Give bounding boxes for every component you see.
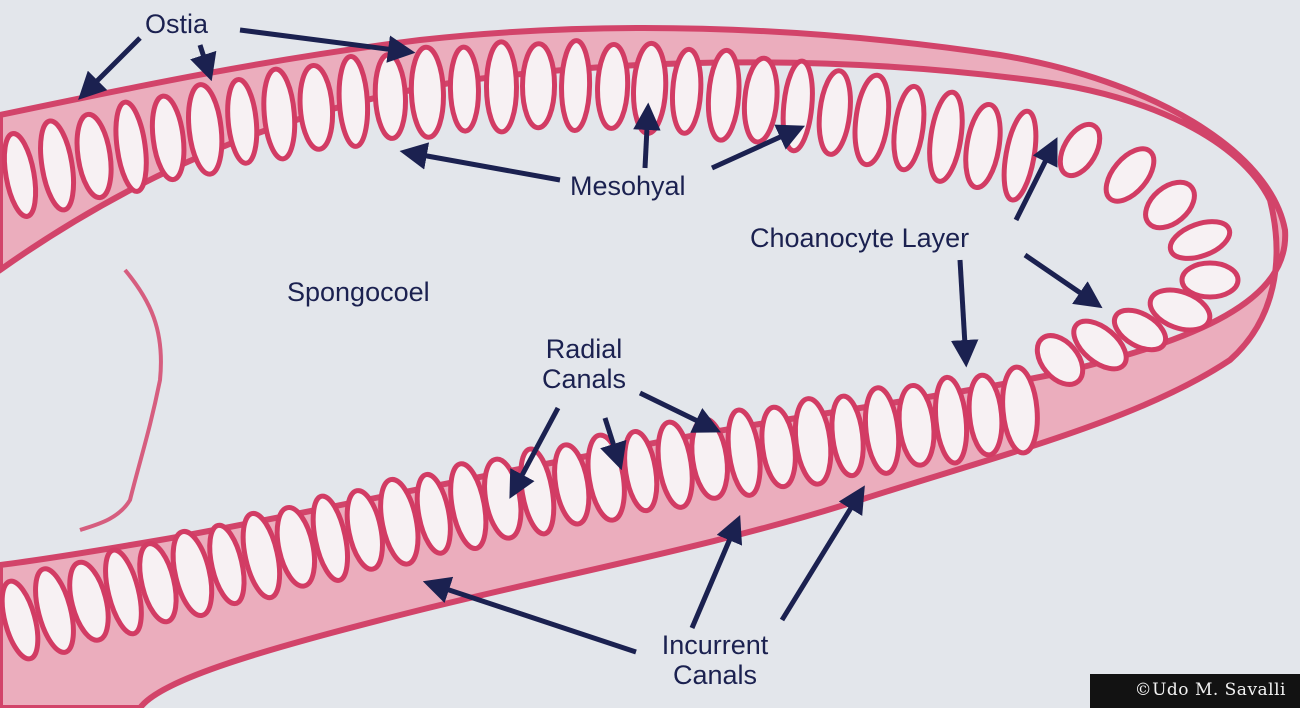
canal-cell [1167, 219, 1233, 261]
canal-cell [1057, 121, 1103, 179]
canal-cell [1, 131, 39, 219]
canal-cell [1111, 307, 1169, 353]
arrow-choanocyte-1 [1013, 137, 1058, 222]
canal-cell [447, 44, 481, 134]
canal-cell [103, 547, 144, 637]
arrow-incurrent-2 [689, 514, 743, 629]
label-ostia: Ostia [145, 9, 209, 39]
arrow-radial-1 [509, 406, 561, 499]
canal-cell [67, 559, 111, 643]
canal-cell [1071, 318, 1129, 372]
canal-cell [74, 111, 114, 201]
arrow-mesohyal-3 [710, 124, 806, 171]
canal-cell [816, 68, 853, 157]
label-radial-line2: Canals [541, 363, 627, 394]
canal-cell [38, 118, 77, 213]
arrow-radial-2 [600, 417, 627, 471]
canal-cell [297, 62, 336, 152]
canal-cell [725, 407, 763, 498]
arrow-ostia-2 [190, 44, 217, 82]
canal-cell [595, 41, 631, 131]
canal-cell [963, 101, 1003, 191]
label-incurrent-line1: Incurrent [661, 630, 769, 660]
arrow-ostia-1 [78, 36, 142, 100]
canal-cell [0, 578, 41, 662]
canal-cell [414, 471, 453, 556]
canal-cell [741, 55, 780, 145]
label-mesohyal: Mesohyal [570, 171, 686, 201]
photo-credit: ©Udo M. Savalli [1134, 680, 1286, 700]
canal-cell [829, 393, 866, 479]
canal-cell [261, 66, 298, 162]
canal-cell [559, 38, 593, 134]
canal-cell [1000, 364, 1040, 456]
canal-cell [1103, 146, 1157, 204]
credit-backdrop [1090, 674, 1300, 708]
canal-cell [378, 476, 421, 567]
canal-cell [408, 44, 446, 140]
annotation-arrows [78, 27, 1103, 655]
label-radial-line1: Radial [545, 334, 623, 364]
canal-cell [483, 39, 519, 135]
canal-cell [1143, 179, 1197, 231]
canal-cell [896, 383, 937, 468]
label-spongocoel: Spongocoel [287, 277, 430, 307]
canal-cell [240, 510, 283, 601]
canal-cell [33, 566, 76, 655]
canal-cell [520, 41, 558, 131]
canal-cell [207, 522, 247, 607]
arrow-mesohyal-2 [633, 102, 661, 169]
arrow-incurrent-3 [779, 485, 865, 622]
canal-cell [336, 54, 371, 149]
canal-cell [1179, 260, 1241, 300]
canal-cell [705, 47, 742, 143]
canal-cell [170, 528, 215, 619]
arrow-ostia-3 [239, 27, 416, 63]
canal-cell [186, 82, 225, 177]
canal-cell [310, 493, 350, 583]
label-choanocyte-layer: Choanocyte Layer [750, 223, 970, 253]
canal-cell [927, 89, 965, 184]
canal-cell [933, 374, 970, 466]
arrow-choanocyte-3 [1023, 252, 1103, 309]
canal-cell [669, 46, 704, 136]
arrow-incurrent-1 [422, 576, 637, 655]
canal-cell [1001, 108, 1039, 203]
canal-cell [137, 541, 179, 625]
lower-canal-cells [0, 364, 1040, 662]
canal-cell [225, 77, 260, 166]
arrow-choanocyte-2 [950, 259, 979, 368]
canal-cell [792, 396, 834, 487]
arrow-radial-3 [638, 390, 721, 433]
canal-cell [149, 93, 187, 183]
tissue-strand [79, 268, 163, 532]
canal-cell [113, 99, 149, 194]
label-incurrent-canals: Incurrent Canals [640, 630, 790, 690]
canal-cell [1034, 333, 1086, 387]
label-radial-canals: Radial Canals [528, 334, 640, 394]
label-incurrent-line2: Canals [672, 659, 758, 690]
canal-cell [1147, 287, 1213, 333]
arrow-mesohyal-1 [399, 142, 561, 183]
canal-cell [891, 83, 927, 173]
canal-cell [372, 51, 408, 141]
canal-cell [274, 505, 318, 589]
canal-cell [852, 72, 892, 168]
canal-cell [780, 58, 815, 154]
upper-canal-cells [1, 38, 1241, 387]
canal-cell [622, 428, 660, 514]
